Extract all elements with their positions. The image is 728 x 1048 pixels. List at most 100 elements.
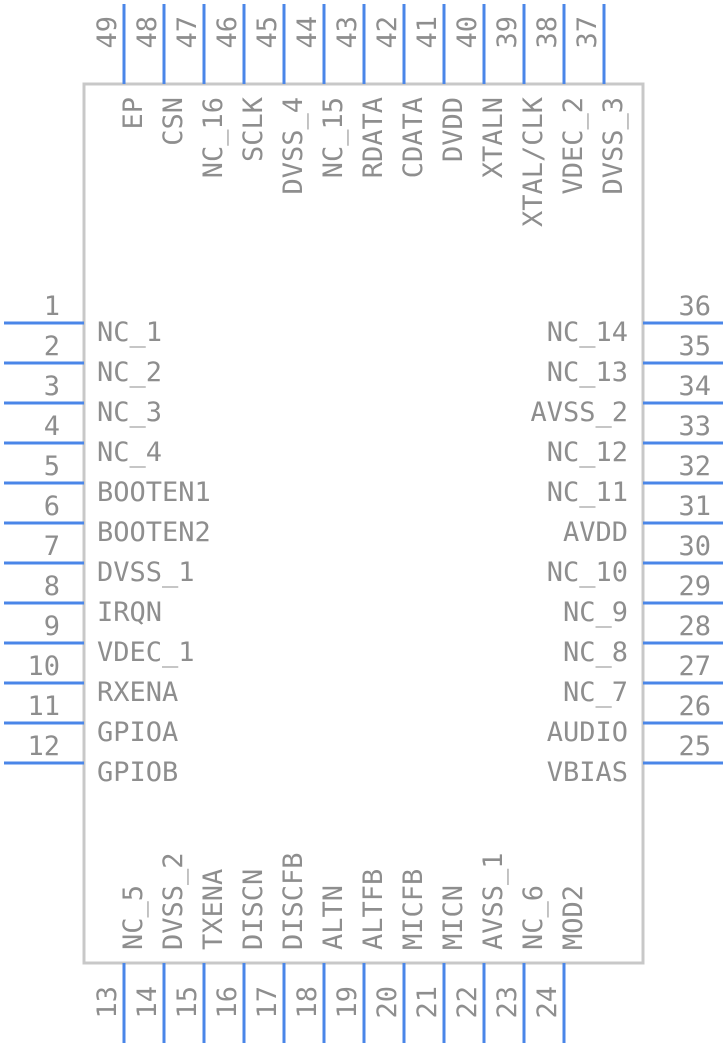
- pin-label-gpioa: GPIOA: [97, 717, 178, 748]
- pin-number: 31: [678, 491, 711, 522]
- pin-number: 39: [492, 16, 523, 49]
- pin-number: 21: [412, 986, 443, 1019]
- pin-label-vdec-2: VDEC_2: [558, 97, 589, 195]
- pin-label-nc-3: NC_3: [97, 397, 162, 428]
- pin-label-nc-14: NC_14: [547, 317, 628, 348]
- pin-number: 28: [678, 611, 711, 642]
- pin-number: 30: [678, 531, 711, 562]
- pin-number: 23: [492, 986, 523, 1019]
- pin-number: 44: [292, 16, 323, 49]
- pin-number: 22: [452, 986, 483, 1019]
- pin-number: 37: [572, 16, 603, 49]
- pin-label-xtaln: XTALN: [478, 97, 509, 178]
- pin-number: 20: [372, 986, 403, 1019]
- pin-number: 25: [678, 731, 711, 762]
- pin-number: 45: [252, 16, 283, 49]
- pin-number: 10: [27, 651, 60, 682]
- pin-number: 4: [44, 411, 60, 442]
- pin-number: 38: [532, 16, 563, 49]
- pin-number: 3: [44, 371, 60, 402]
- pin-number: 16: [212, 986, 243, 1019]
- pin-label-mod2: MOD2: [558, 885, 589, 950]
- pin-number: 12: [27, 731, 60, 762]
- pin-label-booten2: BOOTEN2: [97, 517, 211, 548]
- pin-number: 42: [372, 16, 403, 49]
- pin-number: 32: [678, 451, 711, 482]
- pin-label-avss-2: AVSS_2: [530, 397, 628, 428]
- pin-label-nc-13: NC_13: [547, 357, 628, 388]
- pin-3: 3NC_3: [4, 371, 162, 428]
- pin-label-altn: ALTN: [318, 885, 349, 950]
- pin-label-nc-12: NC_12: [547, 437, 628, 468]
- pin-15: 15 TXENA: [172, 869, 229, 1043]
- pin-label-nc-4: NC_4: [97, 437, 162, 468]
- pin-label-nc-16: NC_16: [198, 97, 229, 178]
- pin-label-ep: EP: [118, 97, 149, 130]
- pin-number: 34: [678, 371, 711, 402]
- pin-label-cdata: CDATA: [398, 97, 429, 178]
- pin-number: 15: [172, 986, 203, 1019]
- pin-label-txena: TXENA: [198, 869, 229, 950]
- pins: 1NC_12NC_23NC_34NC_45BOOTEN16BOOTEN27DVS…: [4, 4, 723, 1043]
- pin-label-nc-1: NC_1: [97, 317, 162, 348]
- pin-number: 26: [678, 691, 711, 722]
- pin-label-nc-5: NC_5: [118, 885, 149, 950]
- pin-number: 8: [44, 571, 60, 602]
- pin-17: 17 DISCFB: [252, 852, 309, 1043]
- pin-label-discfb: DISCFB: [278, 852, 309, 950]
- pin-number: 6: [44, 491, 60, 522]
- pin-4: 4NC_4: [4, 411, 162, 468]
- pin-label-dvss-3: DVSS_3: [598, 97, 629, 195]
- pin-label-sclk: SCLK: [238, 96, 269, 162]
- pin-label-dvdd: DVDD: [438, 97, 469, 162]
- pin-label-irqn: IRQN: [97, 597, 162, 628]
- pin-label-altfb: ALTFB: [358, 869, 389, 950]
- pin-label-audio: AUDIO: [547, 717, 628, 748]
- pin-number: 18: [292, 986, 323, 1019]
- pin-label-gpiob: GPIOB: [97, 757, 178, 788]
- pin-label-vbias: VBIAS: [547, 757, 628, 788]
- pin-number: 17: [252, 986, 283, 1019]
- pin-1: 1NC_1: [4, 291, 162, 348]
- pin-number: 29: [678, 571, 711, 602]
- pin-number: 41: [412, 16, 443, 49]
- pin-label-rxena: RXENA: [97, 677, 178, 708]
- pin-number: 5: [44, 451, 60, 482]
- pin-label-nc-7: NC_7: [563, 677, 628, 708]
- pin-label-dvss-1: DVSS_1: [97, 557, 195, 588]
- pin-number: 49: [92, 16, 123, 49]
